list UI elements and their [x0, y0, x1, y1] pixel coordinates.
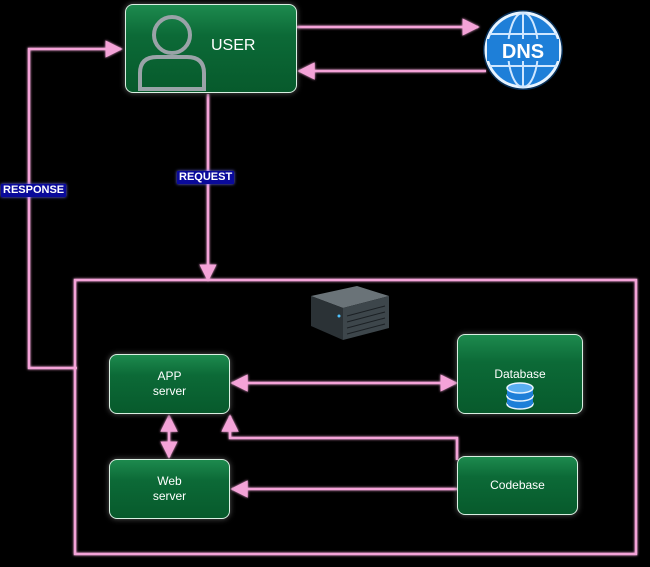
response-edge [27, 40, 123, 370]
server-rack-icon [311, 286, 389, 340]
dns-label: DNS [502, 41, 544, 63]
user-node[interactable]: USER [125, 4, 297, 93]
database-label: Database [494, 367, 546, 381]
dns-globe-icon: DNS [483, 10, 563, 90]
user-label: USER [211, 37, 256, 54]
codebase-node[interactable]: Codebase [457, 456, 578, 515]
server-group-container [73, 278, 638, 556]
app-server-label: APP server [152, 369, 187, 398]
web-server-node[interactable]: Web server [109, 459, 230, 519]
dns-node[interactable]: DNS [479, 8, 567, 92]
web-server-label: Web server [152, 474, 187, 503]
request-label: REQUEST [177, 171, 235, 184]
user-icon [138, 15, 206, 91]
codebase-to-app-edge [221, 414, 459, 460]
database-node[interactable]: Database [457, 334, 583, 414]
codebase-label: Codebase [490, 478, 545, 492]
response-label: RESPONSE [1, 184, 67, 197]
database-icon [506, 382, 534, 410]
app-server-node[interactable]: APP server [109, 354, 230, 414]
